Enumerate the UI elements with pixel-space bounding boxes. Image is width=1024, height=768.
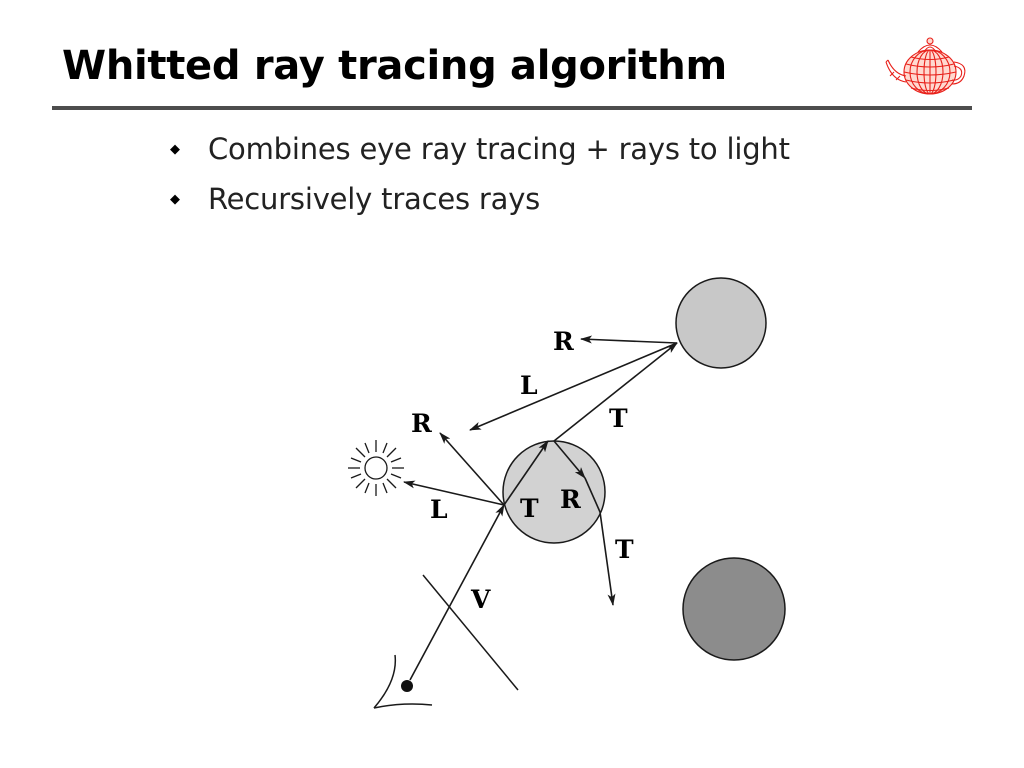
bullet-item: ◆ Combines eye ray tracing + rays to lig…: [168, 124, 790, 174]
label-l-top: L: [520, 371, 538, 400]
label-r-top: R: [553, 327, 574, 356]
bullet-item: ◆ Recursively traces rays: [168, 174, 790, 224]
transmitted-ray-t-top: [553, 342, 678, 442]
title-divider: [52, 106, 972, 110]
reflected-ray-r-top: [580, 335, 678, 344]
label-l-left: L: [430, 495, 448, 524]
diamond-bullet-icon: ◆: [170, 191, 180, 207]
teapot-icon: [884, 30, 970, 100]
shadow-ray-l-top: [469, 342, 678, 431]
bullet-text: Recursively traces rays: [208, 182, 541, 216]
middle-sphere: [502, 440, 606, 544]
eye-icon: [373, 654, 433, 709]
refracted-ray-t-inside: [503, 440, 549, 506]
label-r-inside: R: [560, 485, 581, 514]
bullet-text: Combines eye ray tracing + rays to light: [208, 132, 790, 166]
dark-sphere: [682, 557, 786, 661]
label-r-left: R: [411, 409, 432, 438]
shadow-ray-l-left: [403, 480, 505, 506]
light-source-icon: [348, 440, 404, 496]
diamond-bullet-icon: ◆: [170, 141, 180, 157]
label-t-inside: T: [520, 494, 539, 523]
label-t-bottom: T: [615, 535, 634, 564]
bullet-list: ◆ Combines eye ray tracing + rays to lig…: [168, 124, 790, 224]
image-plane-line: [422, 574, 519, 691]
upper-sphere: [675, 277, 767, 369]
transmitted-ray-t-bottom: [599, 511, 616, 606]
label-v: V: [470, 585, 491, 614]
page-title: Whitted ray tracing algorithm: [62, 43, 727, 89]
reflected-ray-r-inside: [553, 440, 586, 479]
eye-ray-v: [409, 504, 505, 681]
label-t-top: T: [609, 404, 628, 433]
internal-ray: [584, 477, 601, 513]
reflected-ray-r-left: [439, 432, 505, 506]
